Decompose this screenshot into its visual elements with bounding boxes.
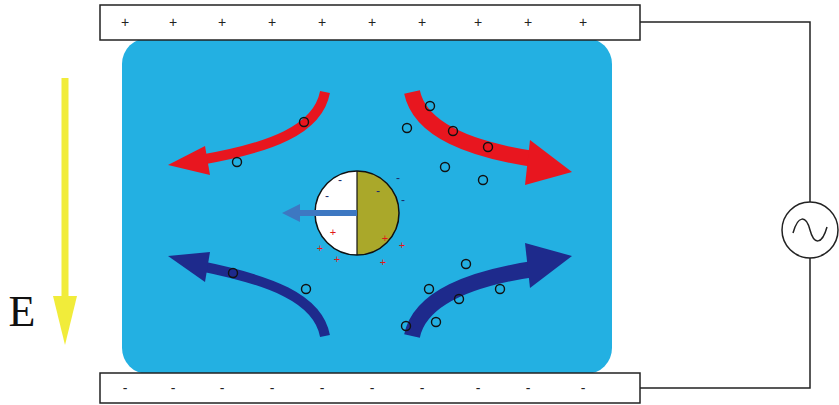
particle-half <box>357 171 399 255</box>
ion <box>432 318 441 327</box>
ion <box>426 102 435 111</box>
ion <box>455 295 464 304</box>
ion <box>449 127 458 136</box>
ion <box>229 269 238 278</box>
wire <box>640 22 810 202</box>
electrode-sign: + <box>418 15 426 29</box>
ion <box>496 285 505 294</box>
bottom-electrode <box>100 373 640 403</box>
charge-sign: + <box>380 257 386 268</box>
flow-arrow-head <box>525 243 572 288</box>
electrode-sign: - <box>270 381 275 395</box>
charge-sign: - <box>338 174 342 186</box>
flow-arrow <box>200 266 325 336</box>
electrode-sign: - <box>476 381 481 395</box>
charge-sign: + <box>334 254 340 265</box>
electrode-sign: + <box>318 15 326 29</box>
ion <box>425 285 434 294</box>
charge-sign: - <box>401 194 405 206</box>
flow-arrow <box>412 92 540 160</box>
ions <box>229 102 505 331</box>
electrode-sign: - <box>320 381 325 395</box>
field-arrow <box>62 78 69 300</box>
electrode-sign: + <box>268 15 276 29</box>
ion <box>441 163 450 172</box>
electrode-sign: + <box>218 15 226 29</box>
charge-sign: + <box>382 233 388 244</box>
charge-sign: - <box>376 185 380 197</box>
charge-sign: + <box>399 240 405 251</box>
electrode-sign: + <box>524 15 532 29</box>
electrode-sign: + <box>121 15 129 29</box>
electrode-sign: + <box>368 15 376 29</box>
ion <box>302 285 311 294</box>
ion <box>300 118 309 127</box>
electrode-sign: - <box>420 381 425 395</box>
field-arrow-head <box>53 296 77 345</box>
electrode-sign: - <box>581 381 586 395</box>
field-label: E <box>9 290 36 334</box>
flow-arrow-head <box>168 146 210 175</box>
ac-source <box>782 202 838 258</box>
ion <box>462 260 471 269</box>
ion <box>484 143 493 152</box>
electrode-sign: - <box>370 381 375 395</box>
ion <box>233 158 242 167</box>
charge-sign: + <box>330 227 336 238</box>
wire <box>640 258 810 388</box>
flow-arrow-head <box>525 140 572 185</box>
ion <box>402 322 411 331</box>
motion-arrow-head <box>282 204 300 222</box>
top-electrode <box>100 5 640 40</box>
ion <box>479 176 488 185</box>
electrode-sign: - <box>171 381 176 395</box>
electrode-sign: - <box>123 381 128 395</box>
flow-arrow-head <box>168 252 210 282</box>
flow-arrow <box>200 92 325 160</box>
electrode-sign: + <box>474 15 482 29</box>
ion <box>403 124 412 133</box>
electrode-sign: - <box>220 381 225 395</box>
ac-symbol <box>793 219 827 241</box>
charge-sign: - <box>325 190 329 202</box>
fluid <box>122 38 612 374</box>
electrode-sign: - <box>526 381 531 395</box>
motion-arrow <box>298 210 357 216</box>
charge-sign: + <box>317 243 323 254</box>
flow-arrow <box>412 268 540 336</box>
charge-sign: - <box>396 172 400 184</box>
electrode-sign: + <box>579 15 587 29</box>
electrode-sign: + <box>169 15 177 29</box>
